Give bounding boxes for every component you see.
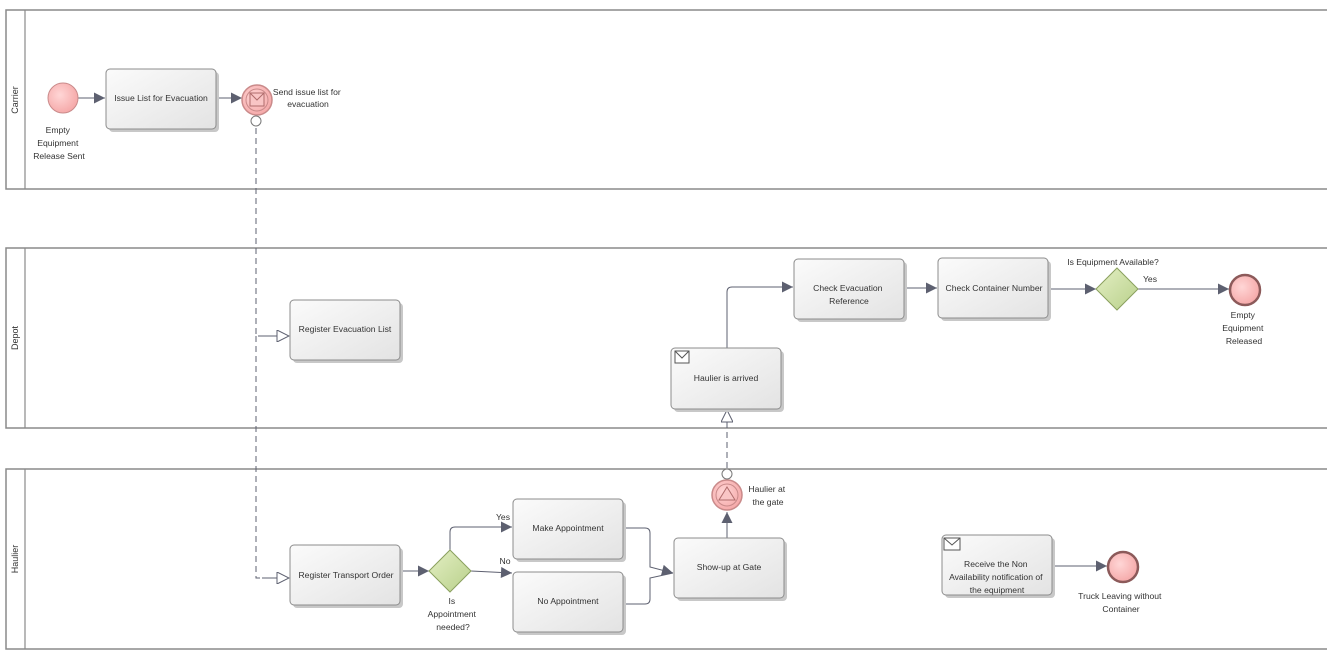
end-event-released-label: Empty Equipment Released <box>1222 310 1265 346</box>
flow-no-to-showup <box>624 572 674 605</box>
svg-text:Register Evacuation List: Register Evacuation List <box>299 324 392 334</box>
svg-text:Receive the Non Availabi: Receive the Non Availability notificatio… <box>949 559 1045 595</box>
gate-event-label: Haulier at the gate <box>748 484 787 507</box>
message-flow-to-depot <box>255 128 262 337</box>
envelope-icon <box>943 537 961 551</box>
lane-haulier: Haulier <box>5 468 1327 650</box>
svg-text:Make Appointment: Make Appointment <box>532 523 604 533</box>
message-flow-to-haulier <box>255 336 262 579</box>
svg-text:Register Transport Order: Register Transport Order <box>298 570 393 580</box>
task-issue-list[interactable]: Issue List for Evacuation <box>105 68 219 132</box>
svg-text:Show-up at Gate: Show-up at Gate <box>697 562 762 572</box>
gateway-appointment-label: Is Appointment needed? <box>428 596 479 632</box>
gateway-equipment-label: Is Equipment Available? <box>1067 257 1159 267</box>
send-event-label: Send issue list for evacuation <box>273 87 343 109</box>
task-register-transport-order[interactable]: Register Transport Order <box>289 544 403 608</box>
task-check-container-number[interactable]: Check Container Number <box>937 257 1051 321</box>
svg-text:Check Container Number: Check Container Number <box>946 283 1043 293</box>
envelope-icon <box>249 92 265 107</box>
flow-gateway-yes <box>449 521 512 550</box>
svg-text:Issue List for Evacuation: Issue List for Evacuation <box>114 93 208 103</box>
end-event-truck-leaving[interactable] <box>1106 550 1140 584</box>
flow-yes-label: Yes <box>1143 274 1157 284</box>
svg-text:Check Evacuation Referen: Check Evacuation Reference <box>813 283 885 306</box>
end-event-equipment-released[interactable] <box>1228 273 1262 307</box>
send-message-event[interactable] <box>241 84 273 127</box>
task-receive-non-availability[interactable]: Receive the Non Availability notificatio… <box>941 534 1055 598</box>
svg-text:No Appointment: No Appointment <box>537 596 599 606</box>
end-event-truck-label: Truck Leaving without Container <box>1078 591 1164 614</box>
lane-carrier-label: Carrier <box>10 86 20 114</box>
flow-make-to-showup <box>624 527 674 576</box>
task-make-appointment[interactable]: Make Appointment <box>512 498 626 562</box>
task-no-appointment[interactable]: No Appointment <box>512 571 626 635</box>
lane-carrier: Carrier <box>5 9 1327 190</box>
lane-haulier-label: Haulier <box>10 545 20 574</box>
flow-arrived-to-check <box>726 281 793 348</box>
flow-no-label-haulier: No <box>500 556 511 566</box>
triangle-signal-icon <box>718 486 736 501</box>
lane-depot: Depot <box>5 247 1327 429</box>
flow-gateway-no <box>470 566 513 578</box>
task-register-evacuation-list[interactable]: Register Evacuation List <box>289 299 403 363</box>
start-event-carrier[interactable] <box>47 82 79 114</box>
gateway-equipment-available[interactable] <box>1095 267 1139 311</box>
lane-depot-label: Depot <box>10 326 20 351</box>
gateway-appointment-needed[interactable] <box>428 549 472 593</box>
task-show-up-at-gate[interactable]: Show-up at Gate <box>673 537 787 601</box>
start-event-label: Empty Equipment Release Sent <box>33 125 85 161</box>
envelope-icon <box>674 350 690 364</box>
signal-event-haulier-at-gate[interactable] <box>711 468 743 511</box>
svg-text:Haulier is arrived: Haulier is arrived <box>694 373 759 383</box>
task-check-evacuation-reference[interactable]: Check Evacuation Reference <box>793 258 907 322</box>
flow-yes-label-haulier: Yes <box>496 512 510 522</box>
task-haulier-arrived[interactable]: Haulier is arrived <box>670 347 784 412</box>
